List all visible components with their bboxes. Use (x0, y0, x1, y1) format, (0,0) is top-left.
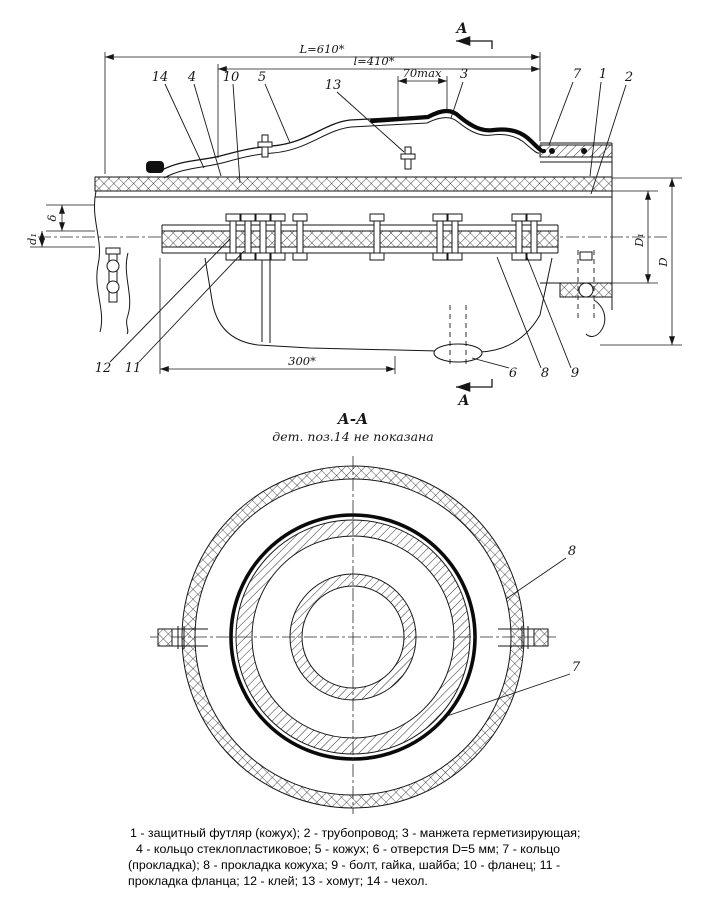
washer (106, 259, 120, 273)
dim-pipe-diameter: d₁ (25, 233, 39, 245)
section-title: А-А (337, 410, 369, 428)
drain-holes (433, 343, 483, 363)
section-bolt-left (157, 626, 208, 649)
callout-6: 6 (509, 366, 517, 381)
dim-outer-diameter: D (656, 257, 670, 267)
longitudinal-section: L=610* l=410* 70max 300* δ d₁ (25, 21, 682, 409)
cover-end-clamp (146, 161, 164, 173)
washer (106, 280, 120, 294)
callouts: 14 4 10 5 13 3 7 1 2 12 11 6 8 (95, 67, 633, 381)
callout-4: 4 (187, 70, 196, 85)
callout-11: 11 (125, 361, 142, 376)
bolt-head (578, 282, 594, 298)
callout-10: 10 (223, 70, 240, 85)
section-label-7: 7 (572, 660, 581, 675)
hook-curve (585, 299, 606, 337)
callout-3: 3 (460, 67, 468, 82)
dim-inner-diameter: D₁ (632, 233, 646, 248)
rivet-dot (549, 148, 555, 154)
dim-max-offset: 70max (403, 66, 442, 80)
section-label-8: 8 (568, 544, 576, 559)
dim-wall-thickness: δ (45, 214, 59, 221)
cover-inner-profile (163, 117, 540, 179)
callout-1: 1 (599, 67, 607, 82)
bolt-nut (157, 628, 173, 647)
dim-flange-length: 300* (288, 354, 316, 368)
callout-5: 5 (258, 70, 266, 85)
section-mark-bottom: А (457, 393, 469, 409)
section-view: А-А дет. поз.14 не показана (150, 410, 581, 814)
legend-line-4: прокладка фланца; 12 - клей; 13 - хомут;… (128, 874, 428, 888)
sealing-sleeve (369, 108, 547, 154)
ring-gasket-stack (539, 142, 613, 163)
bolt-nut (533, 628, 549, 647)
support-bracket (204, 257, 553, 368)
dim-overall-length: L=610* (299, 42, 345, 56)
callout-8: 8 (541, 366, 549, 381)
section-note: дет. поз.14 не показана (272, 429, 433, 444)
flange-joint (161, 224, 559, 254)
pipe-break-left (94, 190, 131, 335)
legend-line-1: 1 - защитный футляр (кожух); 2 - трубопр… (130, 826, 580, 840)
section-cut-marks: А А (455, 21, 493, 409)
section-bolt-right (498, 626, 549, 649)
rivet-dot (581, 148, 587, 154)
callout-2: 2 (624, 70, 633, 85)
section-mark-top: А (455, 21, 467, 37)
callout-7: 7 (573, 67, 582, 82)
callout-12: 12 (95, 361, 112, 376)
cover-outer-profile (159, 109, 544, 172)
dim-casing-length: l=410* (353, 54, 394, 68)
callout-9: 9 (571, 366, 579, 381)
dimensions: L=610* l=410* 70max 300* δ d₁ (25, 42, 682, 374)
callout-14: 14 (152, 70, 169, 85)
flange-gasket (161, 230, 559, 248)
legend-line-2: 4 - кольцо стеклопластиковое; 5 - кожух;… (136, 842, 560, 856)
clamp-bolt (400, 146, 416, 170)
right-lower-detail (577, 250, 606, 337)
callout-13: 13 (325, 78, 342, 93)
casing-top-wall (94, 176, 613, 192)
legend-line-3: (прокладка); 8 - прокладка кожуха; 9 - б… (128, 858, 560, 872)
legend: 1 - защитный футляр (кожух); 2 - трубопр… (128, 826, 580, 888)
